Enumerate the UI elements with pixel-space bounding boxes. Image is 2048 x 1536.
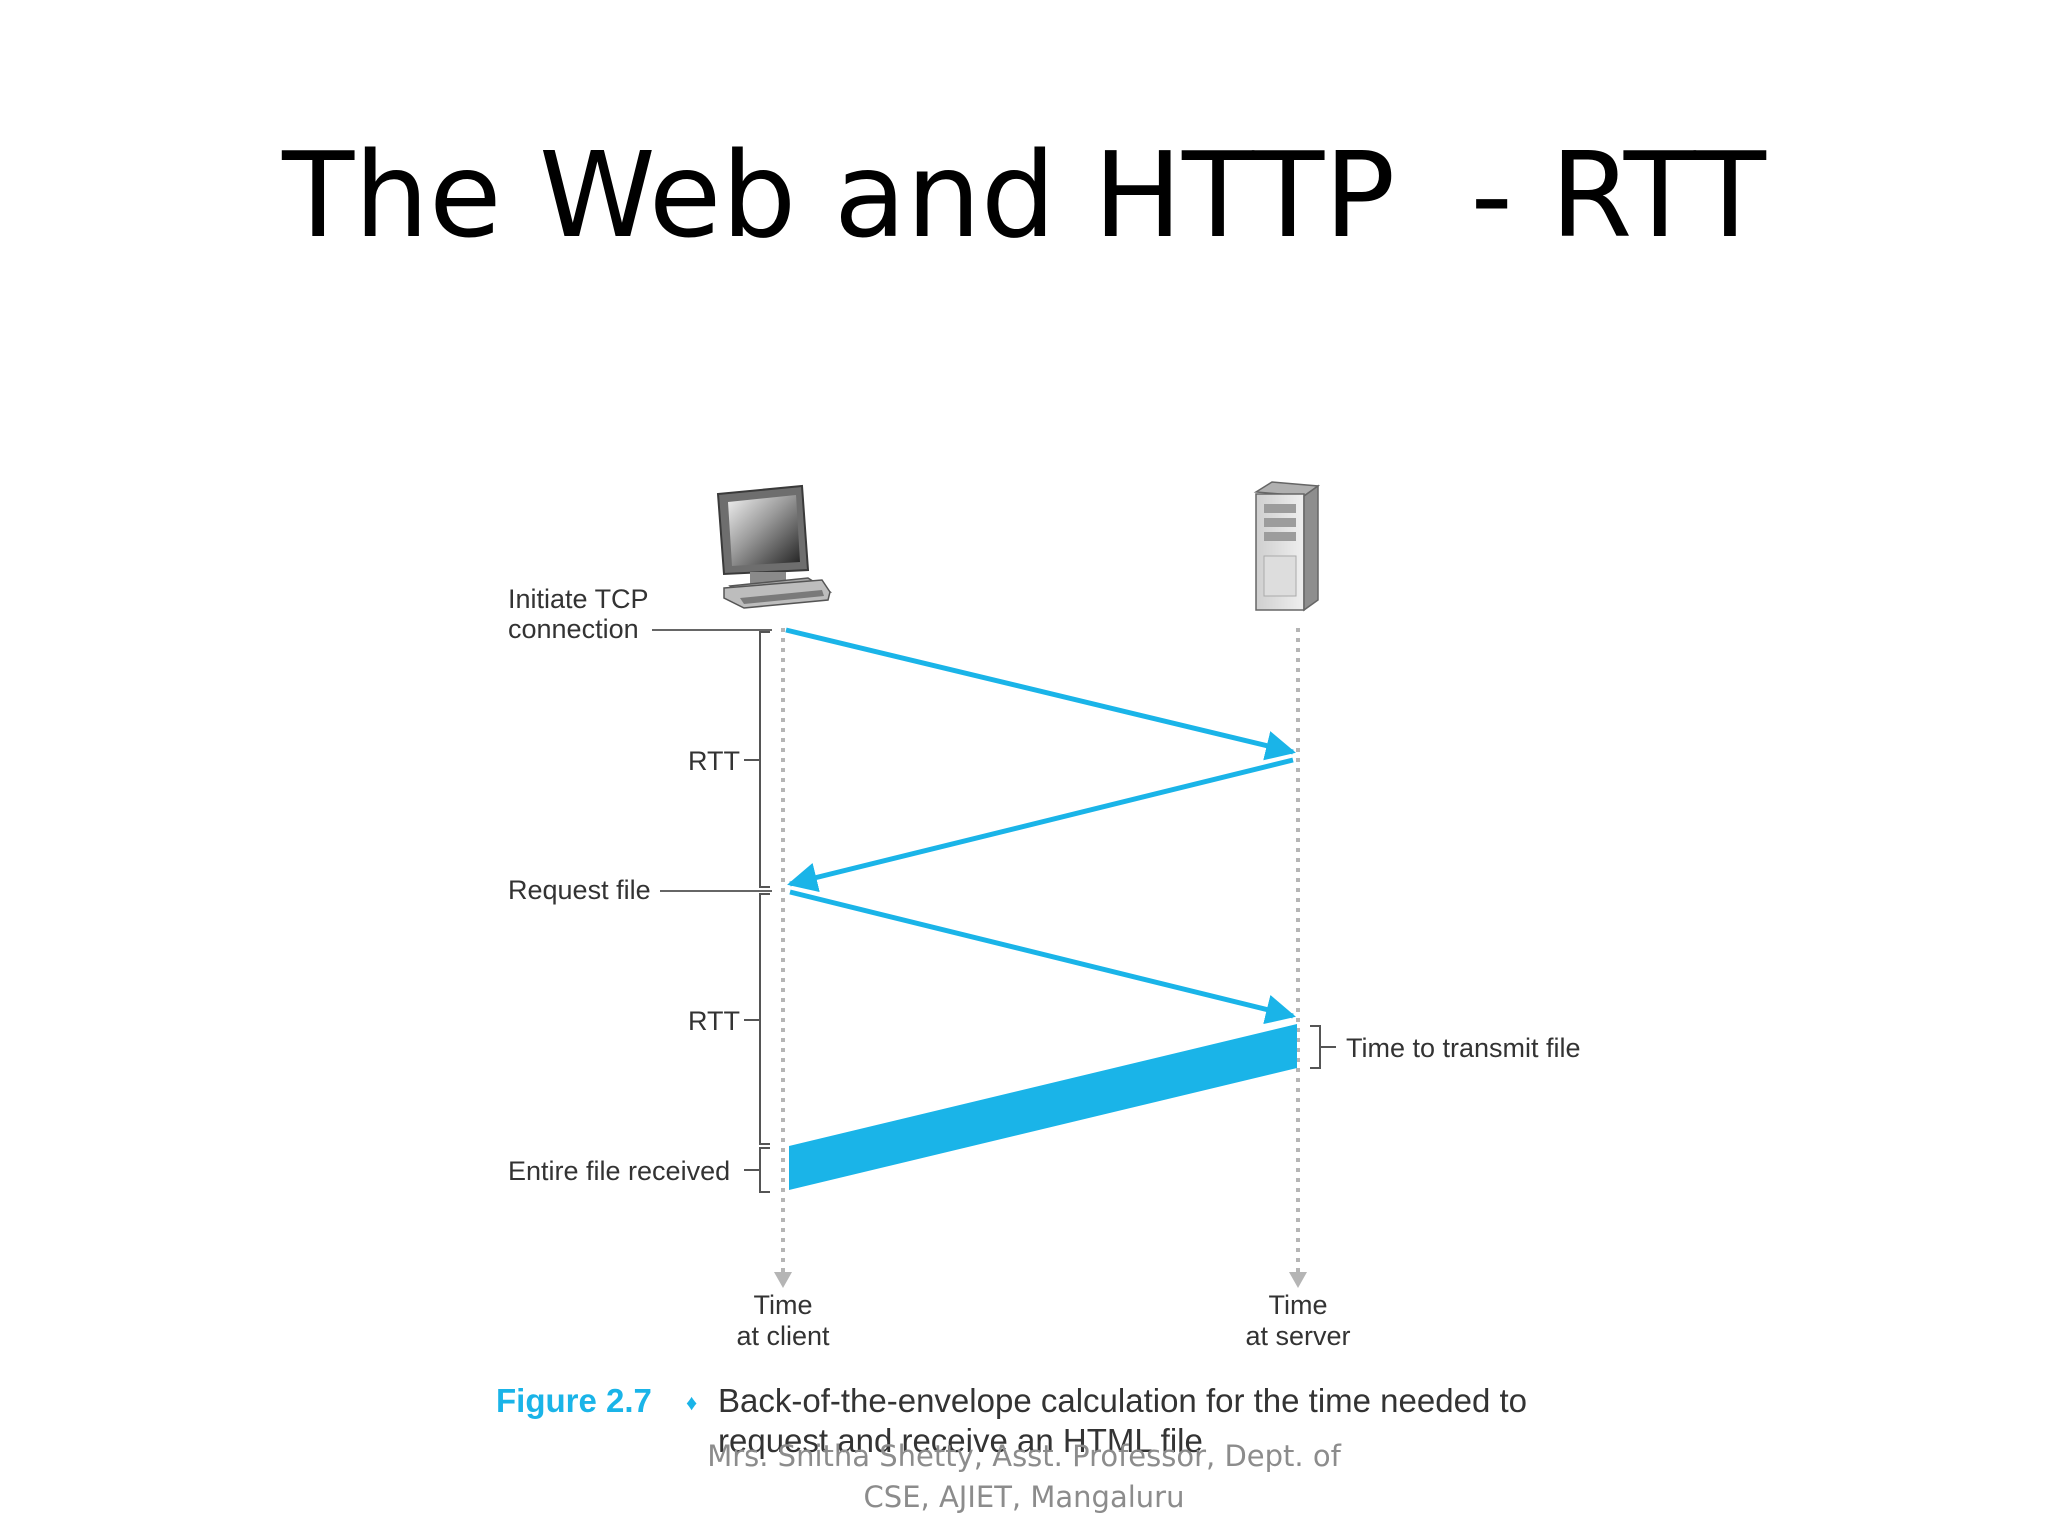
slide-footer: Mrs. Snitha Shetty, Asst. Professor, Dep…	[624, 1436, 1424, 1518]
footer-line-1: Mrs. Snitha Shetty, Asst. Professor, Dep…	[707, 1439, 1341, 1473]
file-transfer-band	[789, 1024, 1297, 1190]
time-to-transmit-label: Time to transmit file	[1346, 1033, 1581, 1063]
server-timeline-arrow	[1289, 1272, 1307, 1288]
desktop-computer-icon	[716, 484, 833, 609]
caption-line-2: request and receive an HTML file	[718, 1422, 1203, 1459]
file-received-bracket	[744, 1147, 770, 1193]
client-timeline-arrow	[774, 1272, 792, 1288]
rtt-bracket-second	[744, 893, 770, 1145]
client-time-label: Time	[754, 1290, 813, 1320]
figure-label: Figure 2.7	[496, 1382, 652, 1419]
connection-label: connection	[508, 614, 639, 644]
initiate-tcp-label: Initiate TCP	[508, 584, 649, 614]
request-file-label: Request file	[508, 875, 651, 905]
transmit-time-bracket	[1310, 1025, 1336, 1069]
tcp-synack-arrow	[787, 757, 1294, 893]
caption-bullet: ♦	[686, 1390, 697, 1415]
footer-line-2: CSE, AJIET, Mangaluru	[863, 1480, 1185, 1514]
server-time-label: Time	[1269, 1290, 1328, 1320]
rtt-bracket-first	[744, 631, 770, 888]
client-time-sublabel: at client	[736, 1321, 830, 1351]
server-time-sublabel: at server	[1245, 1321, 1350, 1351]
entire-file-received-label: Entire file received	[508, 1156, 730, 1186]
rtt-label-first: RTT	[688, 746, 740, 776]
tcp-syn-arrow	[785, 627, 1296, 761]
http-request-arrow	[789, 889, 1296, 1025]
slide-title: The Web and HTTP - RTT	[282, 126, 1766, 264]
tower-server-icon	[1253, 481, 1321, 612]
caption-line-1: Back-of-the-envelope calculation for the…	[718, 1382, 1527, 1419]
rtt-label-second: RTT	[688, 1006, 740, 1036]
